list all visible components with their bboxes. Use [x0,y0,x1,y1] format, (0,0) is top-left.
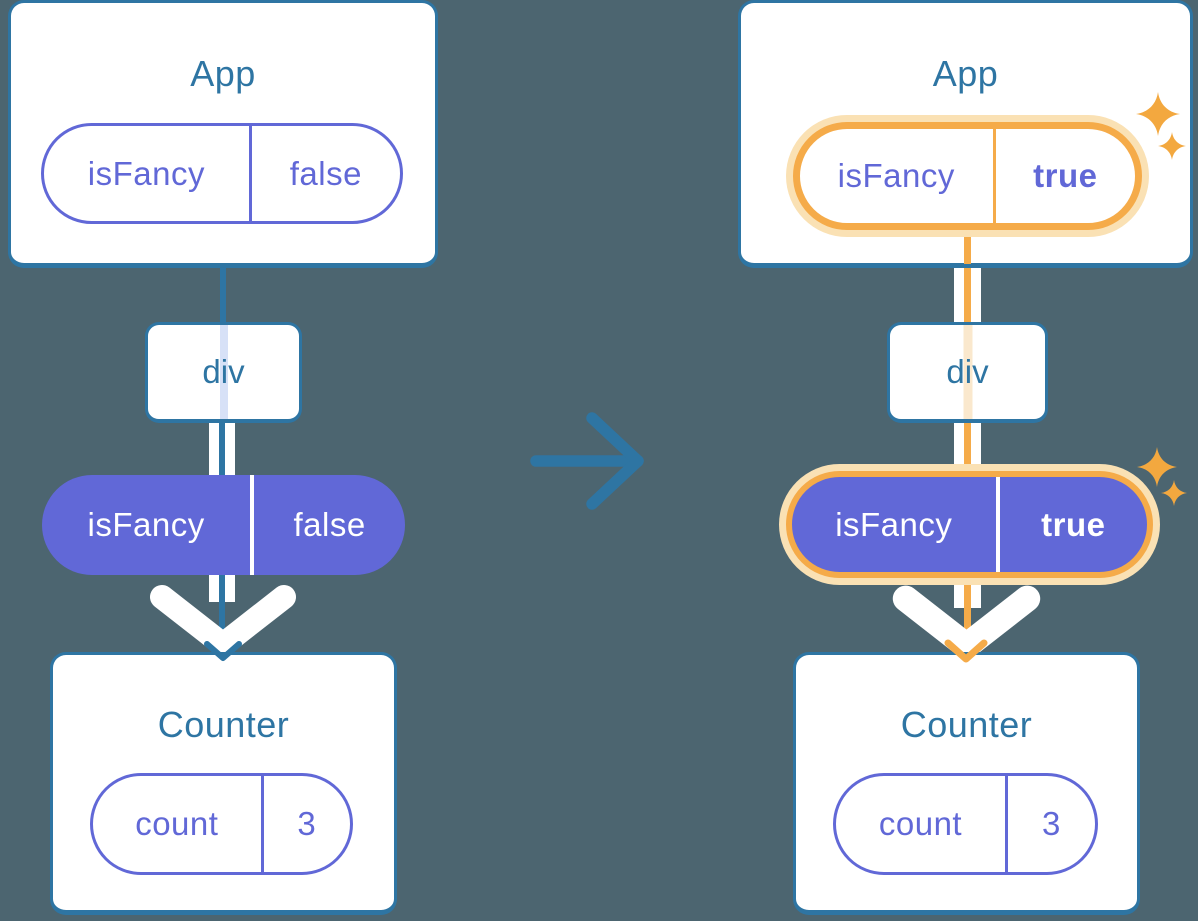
count-state-pill: count 3 [833,773,1098,875]
prop-name-cell: isFancy [835,505,953,543]
div-card: div [145,322,302,423]
arrowhead-down-icon [204,641,242,661]
connector-flank [954,584,964,608]
connector-inside-app [964,234,971,264]
count-state-pill: count 3 [90,773,353,875]
connector-div-pill [964,420,971,478]
pass-through-stripe [963,325,972,419]
connector-flank [954,262,964,326]
counter-title: Counter [900,704,1033,745]
passed-prop-pill-highlighted: isFancy true [786,471,1153,578]
app-prop-pill-highlighted: isFancy true [793,122,1142,230]
prop-value-cell: false [250,475,405,575]
prop-value-cell: true [992,129,1135,223]
connector-pill-counter [219,572,225,652]
state-name-cell: count [135,805,219,842]
sparkle-icon [1137,447,1177,487]
div-card: div [887,322,1048,423]
div-label: div [202,353,245,390]
sparkle-icon [1136,92,1180,136]
app-title: App [932,53,999,94]
connector-flank [971,420,981,478]
connector-flank [971,584,981,608]
passed-prop-pill: isFancy false [42,475,405,575]
app-title: App [190,53,256,94]
transition-right-arrow-icon [530,412,644,510]
connector-flank [225,572,235,602]
connector-app-div [964,262,971,326]
div-label: div [946,353,989,390]
state-value-cell: 3 [1004,776,1095,872]
connector-flank [954,420,964,478]
state-name-cell: count [878,805,963,842]
connector-flank [971,262,981,326]
arrowhead-down-icon [944,639,988,663]
connector-flank [209,572,219,602]
connector-app-div [220,262,226,326]
sparkle-icon [1161,480,1187,506]
connector-pill-counter [964,584,971,654]
prop-value-cell: false [248,126,400,221]
prop-name-cell: isFancy [87,506,205,543]
prop-name-cell: isFancy [87,154,205,192]
counter-title: Counter [157,704,290,745]
app-prop-pill: isFancy false [41,123,403,224]
prop-name-cell: isFancy [837,157,955,194]
connector-flank [209,420,219,478]
connector-flank [225,420,235,478]
prop-value-cell: true [995,477,1147,572]
sparkle-icon [1158,132,1186,160]
state-value-cell: 3 [260,776,350,872]
connector-div-pill [219,420,225,478]
pass-through-stripe [219,325,228,419]
